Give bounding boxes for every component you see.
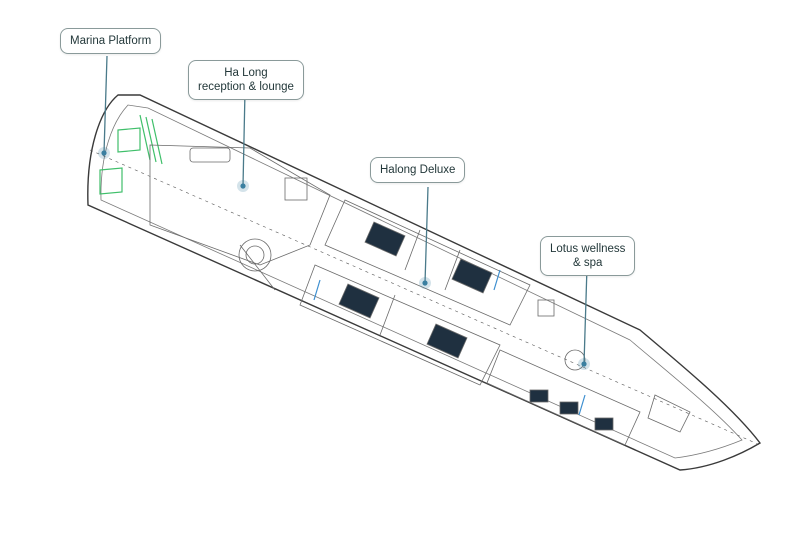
window-accents [313, 269, 586, 416]
callout-lotus-wellness-spa-line-2: & spa [573, 257, 603, 269]
callout-marina-platform[interactable]: Marina Platform [60, 28, 162, 54]
callout-lotus-wellness-spa[interactable]: Lotus wellness & spa [540, 236, 636, 276]
callout-marina-platform-line-1: Marina Platform [70, 35, 152, 47]
marina-platform-area [99, 114, 163, 195]
callout-halong-deluxe-line-1: Halong Deluxe [380, 164, 456, 176]
lounge-area [149, 144, 331, 291]
callout-ha-long-reception-lounge-line-1: Ha Long [224, 67, 268, 79]
callout-ha-long-reception-lounge-line-2: reception & lounge [198, 81, 294, 93]
callout-ha-long-reception-lounge[interactable]: Ha Long reception & lounge [188, 60, 304, 100]
ship-hull [87, 94, 762, 471]
callout-markers [98, 147, 590, 370]
callout-leader-lines [103, 55, 588, 365]
callout-halong-deluxe[interactable]: Halong Deluxe [370, 157, 466, 183]
spa-area [486, 299, 691, 446]
callout-lotus-wellness-spa-line-1: Lotus wellness [550, 243, 626, 255]
cabin-blocks [299, 199, 531, 386]
